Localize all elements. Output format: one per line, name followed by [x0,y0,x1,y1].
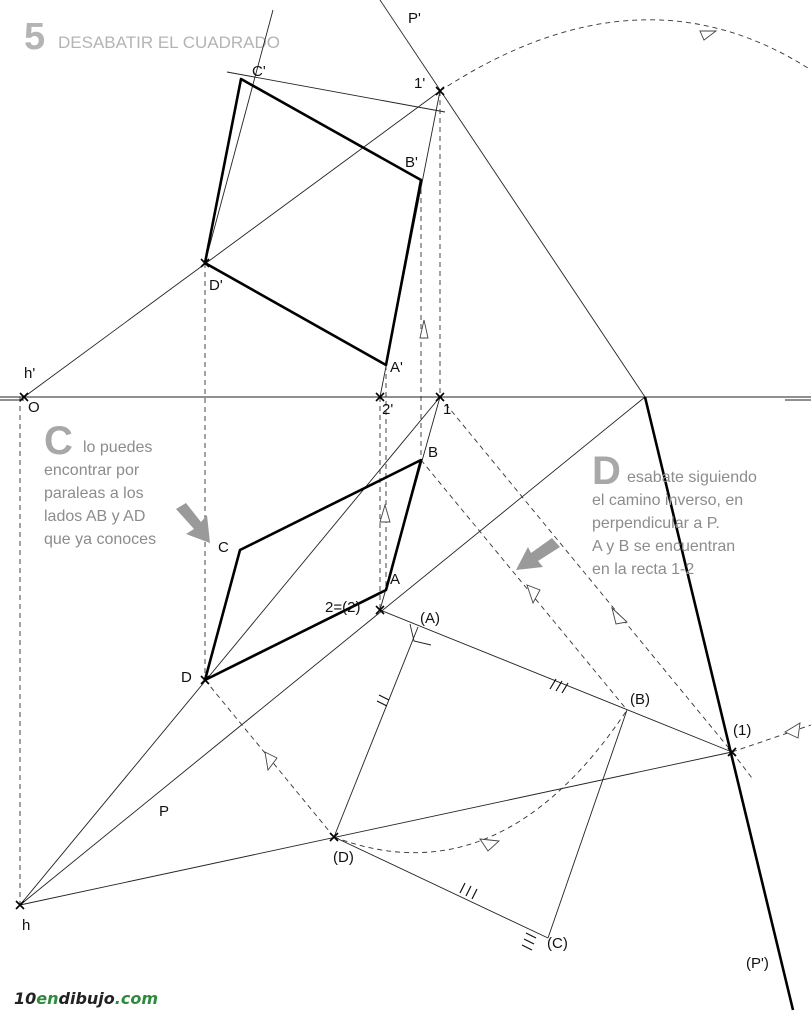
note-d-arrow [516,538,560,570]
note-c-arrow [176,503,210,543]
label-d-rab: (D) [333,849,354,866]
label-d-prime: D' [209,277,223,294]
label-c-rab: (C) [547,935,568,952]
note-d-line-2: el camino inverso, en [592,492,743,509]
plane-trace-vertical [379,0,646,398]
label-1-rab: (1) [733,722,751,739]
note-c-line-3: paraleas a los [44,485,144,502]
label-b-rab: (B) [630,691,650,708]
note-c: C lo puedes encontrar por paraleas a los… [44,419,210,548]
label-a: A [390,571,400,588]
logo-dom: .com [115,989,158,1008]
equal-side-ticks [376,678,569,951]
line-h-1-rab [19,751,733,906]
logo-dibujo: dibujo [59,989,115,1008]
point-markers [15,86,737,910]
note-d-line-4: A y B se encuentran [592,538,735,555]
note-c-line-4: lados AB y AD [44,508,145,525]
line-1-rab-extend [731,724,811,753]
right-angle-marker [409,623,432,646]
label-c: C [218,539,229,556]
note-d: D esabate siguiendo el camino inverso, e… [516,449,757,578]
label-a-rab: (A) [420,610,440,627]
label-1-prime: 1' [414,75,425,92]
label-p: P [159,803,169,820]
side-a-d-rab [333,626,419,838]
step-title: DESABATIR EL CUADRADO [58,33,280,52]
site-logo: 10endibujo.com [14,989,158,1008]
note-d-line-3: perpendicular a P. [592,515,720,532]
perp-1-to-1-rab [439,396,733,753]
plane-trace-horizontal [19,396,646,906]
note-d-line-5: en la recta 1-2 [592,561,694,578]
label-2-prime: 2' [382,401,393,418]
label-p-prime-rab: (P') [746,955,769,972]
line-c-prime-axis [226,71,446,113]
direction-triangles [264,30,801,852]
label-b-prime: B' [405,154,418,171]
label-b: B [428,444,438,461]
arc-bottom [333,709,628,854]
label-p-prime: P' [408,10,421,27]
rabatted-vertical-trace [643,396,795,1011]
side-d-c-rab [333,836,549,939]
note-c-line-2: encontrar por [44,462,140,479]
line-h-1 [19,396,441,906]
side-b-c-rab [547,709,628,939]
label-a-prime: A' [390,359,403,376]
label-1: 1 [443,401,451,418]
note-c-line-5: que ya conoces [44,531,156,548]
line-h-prime-1-prime [23,90,441,398]
note-c-initial: C [44,419,73,463]
line-axis-top [204,9,274,264]
note-d-line-1: esabate siguiendo [627,469,757,486]
note-d-initial: D [592,449,621,493]
square-horizontal-projection [203,458,423,682]
logo-en: en [36,989,58,1008]
arc-top [439,19,811,92]
label-d: D [181,669,192,686]
label-o: O [28,399,40,416]
label-2-eq-2: 2=(2) [325,599,360,616]
line-1-rab-extend-down [731,751,753,779]
label-h: h [22,917,30,934]
note-c-line-1: lo puedes [83,439,152,456]
line-2-1-rab [379,609,733,753]
logo-num: 10 [14,989,36,1008]
step-number: 5 [24,16,45,58]
label-c-prime: C' [252,63,266,80]
label-h-prime: h' [24,365,35,382]
square-vertical-projection [203,77,423,367]
